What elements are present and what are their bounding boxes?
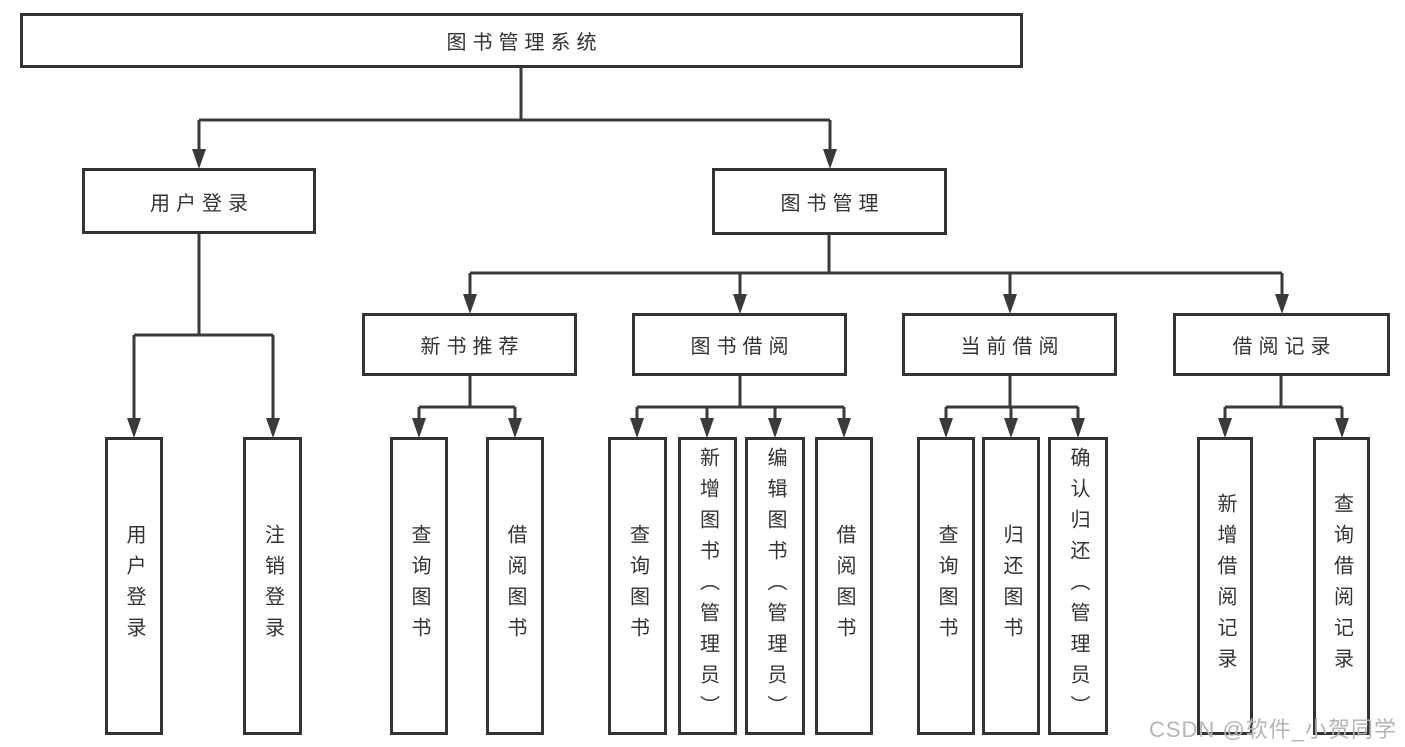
leaf-borrowing-borrow-books-label: 借阅图书 bbox=[833, 524, 855, 648]
leaf-add-book-admin: 新增图书（管理员） bbox=[678, 437, 737, 735]
leaf-borrowing-query-books: 查询图书 bbox=[608, 437, 667, 735]
leaf-recommend-borrow-books-label: 借阅图书 bbox=[504, 524, 526, 648]
leaf-current-query-books-label: 查询图书 bbox=[935, 524, 957, 648]
node-borrowing-records-label: 借阅记录 bbox=[1232, 336, 1337, 358]
leaf-recommend-borrow-books: 借阅图书 bbox=[486, 437, 544, 735]
node-new-book-recommendation-label: 新书推荐 bbox=[420, 336, 525, 358]
leaf-recommend-query-books: 查询图书 bbox=[390, 437, 448, 735]
leaf-logout: 注销登录 bbox=[243, 437, 302, 735]
leaf-return-book-label: 归还图书 bbox=[1000, 524, 1022, 648]
leaf-confirm-return-admin: 确认归还（管理员） bbox=[1048, 437, 1108, 735]
node-current-borrowing: 当前借阅 bbox=[902, 313, 1117, 376]
leaf-add-borrow-record-label: 新增借阅记录 bbox=[1214, 493, 1236, 679]
leaf-edit-book-admin-label: 编辑图书（管理员） bbox=[764, 446, 786, 726]
leaf-return-book: 归还图书 bbox=[982, 437, 1040, 735]
leaf-borrowing-borrow-books: 借阅图书 bbox=[815, 437, 873, 735]
leaf-add-book-admin-label: 新增图书（管理员） bbox=[696, 446, 719, 726]
leaf-query-borrow-record: 查询借阅记录 bbox=[1313, 437, 1370, 735]
node-root: 图书管理系统 bbox=[20, 13, 1023, 68]
leaf-user-login: 用户登录 bbox=[105, 437, 163, 735]
leaf-edit-book-admin: 编辑图书（管理员） bbox=[745, 437, 805, 735]
node-user-login-label: 用户登录 bbox=[150, 192, 254, 215]
leaf-borrowing-query-books-label: 查询图书 bbox=[626, 524, 649, 648]
leaf-logout-label: 注销登录 bbox=[261, 524, 284, 648]
leaf-user-login-label: 用户登录 bbox=[123, 524, 145, 648]
leaf-query-borrow-record-label: 查询借阅记录 bbox=[1330, 493, 1353, 679]
node-book-borrowing-label: 图书借阅 bbox=[690, 336, 795, 358]
csdn-watermark: CSDN @软件_小贺同学 bbox=[1148, 717, 1397, 742]
leaf-confirm-return-admin-label: 确认归还（管理员） bbox=[1067, 446, 1089, 726]
node-book-borrowing: 图书借阅 bbox=[632, 313, 847, 376]
leaf-current-query-books: 查询图书 bbox=[917, 437, 975, 735]
node-new-book-recommendation: 新书推荐 bbox=[362, 313, 577, 376]
node-root-label: 图书管理系统 bbox=[446, 32, 603, 54]
leaf-recommend-query-books-label: 查询图书 bbox=[408, 524, 430, 648]
node-book-management-label: 图书管理 bbox=[780, 193, 885, 215]
node-user-login: 用户登录 bbox=[82, 168, 316, 234]
leaf-add-borrow-record: 新增借阅记录 bbox=[1197, 437, 1253, 735]
node-current-borrowing-label: 当前借阅 bbox=[960, 336, 1065, 358]
node-book-management: 图书管理 bbox=[712, 168, 947, 235]
node-borrowing-records: 借阅记录 bbox=[1173, 313, 1390, 376]
